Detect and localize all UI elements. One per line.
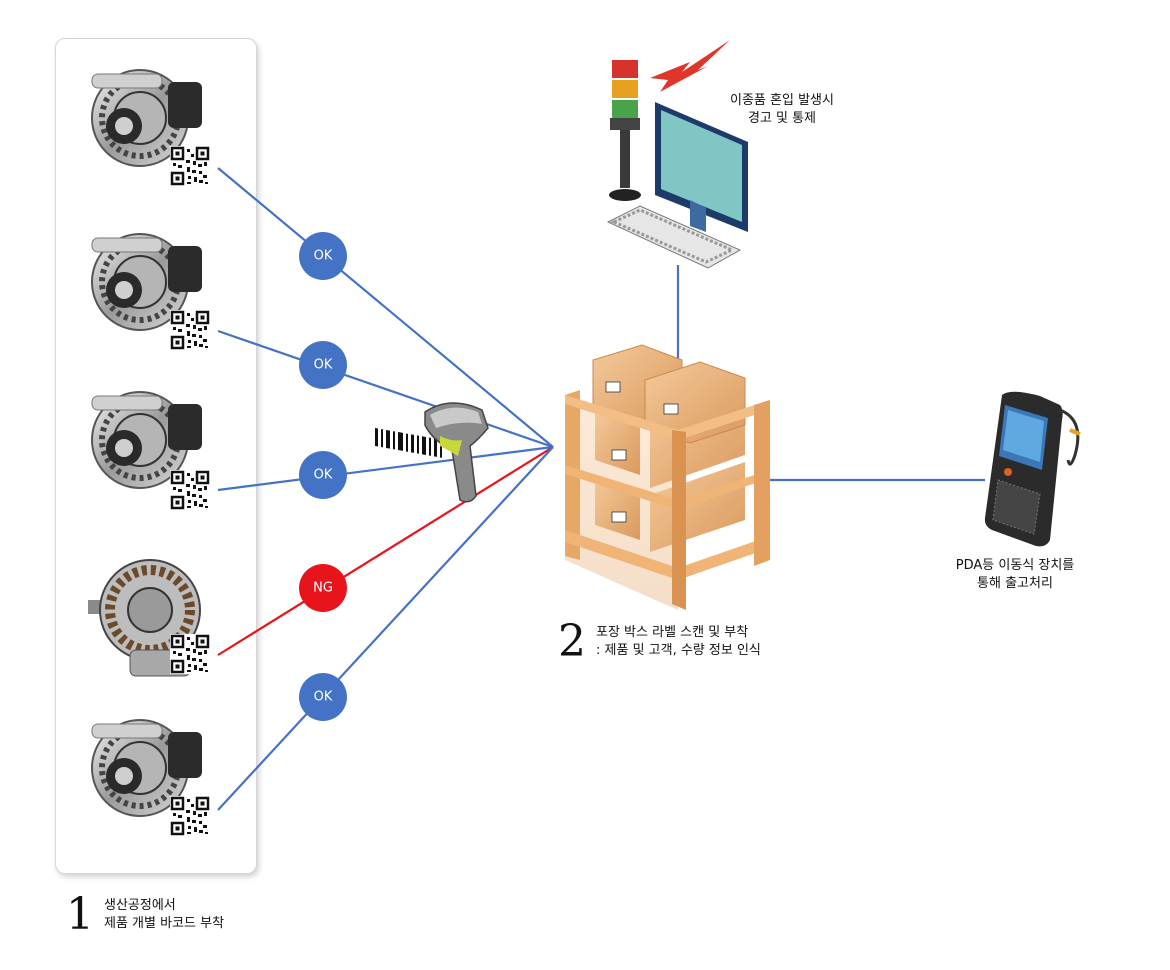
- check-badge: [299, 673, 347, 721]
- connector-lines: [217, 167, 985, 811]
- keyboard-icon: [606, 205, 742, 269]
- check-badge-label: NG: [313, 581, 333, 596]
- pda-icon: [984, 391, 1081, 547]
- warning-line: 경고 및 통제: [747, 111, 817, 126]
- pda-line: 통해 출고처리: [977, 576, 1053, 591]
- pallet-boxes-icon: [565, 344, 770, 610]
- product-items: [88, 70, 212, 838]
- check-badge: [299, 232, 347, 280]
- line-ng: [217, 446, 554, 656]
- step-line: : 제품 및 고객, 수량 정보 인식: [596, 643, 761, 658]
- check-badges: OK OK OK NG OK: [299, 232, 347, 721]
- check-badge-label: OK: [314, 690, 333, 705]
- barcode-icon: [375, 428, 442, 458]
- step-1: 1 생산공정에서 제품 개별 바코드 부착: [66, 893, 224, 937]
- lightning-icon: [650, 40, 730, 92]
- step-line: 생산공정에서: [104, 898, 176, 913]
- pda-line: PDA등 이동식 장치를: [955, 558, 1075, 573]
- qr-code-icon: [168, 308, 212, 352]
- step-2: 2 포장 박스 라벨 스캔 및 부착 : 제품 및 고객, 수량 정보 인식: [558, 620, 761, 664]
- qr-code-icon: [168, 468, 212, 512]
- step-number: 2: [558, 616, 586, 667]
- check-badge-label: OK: [314, 249, 333, 264]
- signal-tower-icon: [609, 60, 641, 201]
- line-ok-2: [217, 329, 554, 449]
- step-line: 포장 박스 라벨 스캔 및 부착: [596, 625, 749, 640]
- warning-line: 이종품 혼입 발생시: [730, 93, 834, 108]
- step-description: 포장 박스 라벨 스캔 및 부착 : 제품 및 고객, 수량 정보 인식: [596, 624, 761, 660]
- check-badge: [299, 341, 347, 389]
- qr-code-icon: [168, 144, 212, 188]
- step-number: 1: [66, 889, 94, 940]
- line-ok-4: [217, 446, 554, 811]
- check-badge-label: OK: [314, 468, 333, 483]
- check-badge: [299, 564, 347, 612]
- warning-label: 이종품 혼입 발생시 경고 및 통제: [712, 92, 852, 128]
- check-badge-label: OK: [314, 358, 333, 373]
- monitor-icon: [655, 102, 748, 248]
- line-ok-1: [217, 167, 554, 448]
- barcode-scanner-icon: [424, 402, 489, 503]
- pda-label: PDA등 이동식 장치를 통해 출고처리: [930, 557, 1100, 593]
- check-badge: [299, 451, 347, 499]
- step-line: 제품 개별 바코드 부착: [104, 916, 225, 931]
- qr-code-icon: [168, 794, 212, 838]
- step-description: 생산공정에서 제품 개별 바코드 부착: [104, 897, 224, 933]
- qr-code-icon: [168, 632, 212, 676]
- line-ok-3: [217, 445, 554, 492]
